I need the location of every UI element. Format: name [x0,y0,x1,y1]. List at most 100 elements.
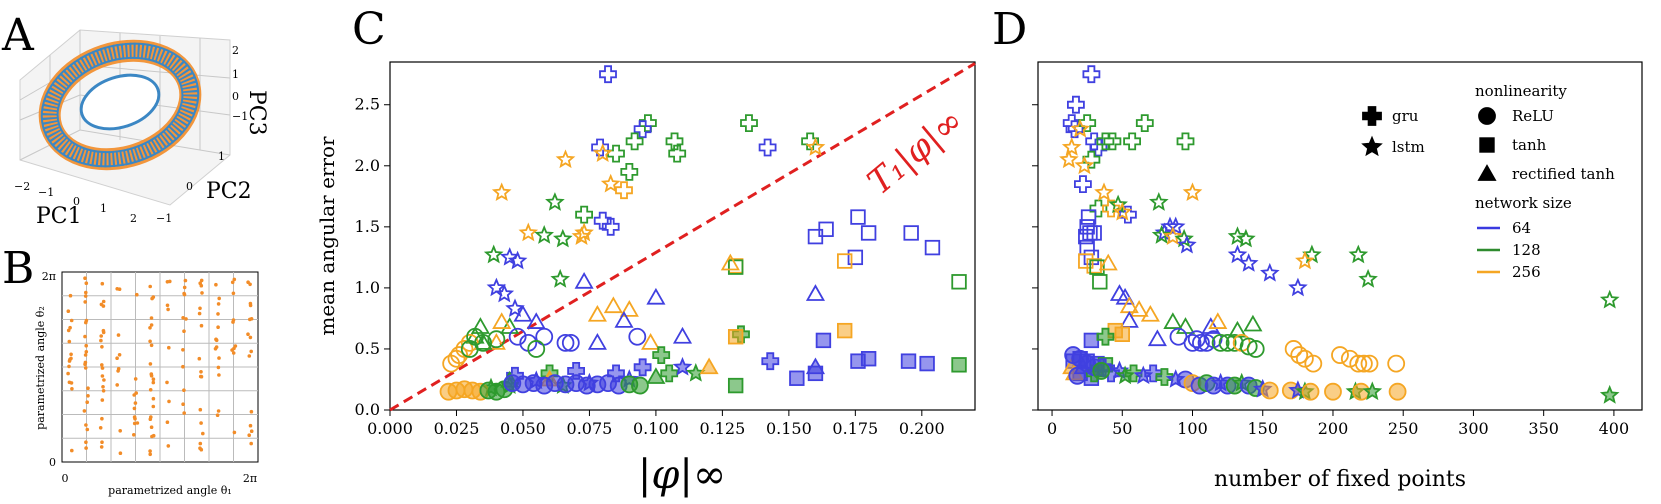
b-point [116,333,121,337]
b-point [248,423,253,428]
pc2-tick-1: −1 [156,212,172,225]
b-point [151,404,156,409]
c-point-square [837,322,853,339]
panel-a-letter: A [1,10,35,61]
b-point [101,299,106,304]
d-point-star [1295,250,1315,270]
b-ytick-2pi: 2π [42,270,56,283]
b-point [246,332,250,337]
d-point-circle [1301,382,1320,401]
c-point-square [903,225,919,241]
b-point [68,325,72,330]
d-point-plus [1082,65,1101,84]
b-point [67,380,72,385]
b-point [98,426,103,430]
c-point-star [507,250,528,270]
c-point-square [919,355,935,372]
d-point-plus [1067,95,1085,114]
c-point-plus [620,162,639,181]
c-point-star [600,173,621,193]
d-point-circle [1388,382,1407,401]
b-point [100,345,104,349]
b-point [82,409,87,413]
b-point [198,441,203,446]
b-point [70,448,74,453]
b-point [116,369,120,373]
d-point-star [1227,226,1248,246]
d-point-star [1177,234,1197,254]
legend-label-square: tanh [1512,136,1547,154]
d-point-plus [1078,114,1097,133]
d-xtick-label: 350 [1528,419,1559,438]
d-xtick-label: 100 [1177,419,1208,438]
b-point [181,402,185,407]
b-ylabel: parametrized angle θ₂ [34,306,47,430]
c-xtick-label: 0.125 [699,419,745,438]
c-point-triangle [492,312,512,329]
c-point-circle [631,376,649,395]
b-point [182,292,187,297]
c-point-triangle [473,333,493,350]
b-point [216,302,221,306]
b-point [248,301,253,306]
c-point-circle [447,349,466,368]
d-point-star [1061,137,1082,156]
pc3-tick-2: 0 [232,90,239,103]
c-ylabel: mean angular error [315,136,339,336]
b-point [165,303,170,308]
c-point-square [789,370,805,386]
c-point-triangle [720,253,740,271]
d-point-star [1358,268,1378,288]
c-point-circle [460,340,479,358]
c-point-triangle [486,333,506,350]
c-point-star [494,283,515,303]
d-point-circle [1324,382,1342,401]
b-point [101,328,106,333]
b-point [148,284,152,289]
c-point-plus [599,65,617,84]
c-point-star [574,222,594,242]
d-point-square [1092,274,1108,290]
d-point-star [1599,289,1620,309]
d-point-circle [1218,333,1237,352]
legend-triangle-icon [1477,164,1497,181]
b-point [84,446,88,450]
b-point [198,374,203,379]
c-point-triangle [699,357,719,375]
legend-circle-icon [1478,107,1496,125]
c-point-triangle [587,333,607,350]
b-point [249,429,254,434]
pc3-label: PC3 [244,90,269,136]
b-point [184,317,188,321]
c-point-square [860,351,877,367]
d-point-triangle [1119,311,1139,328]
b-point [182,411,186,415]
pc2-tick-2: 0 [186,180,193,193]
b-point [182,285,187,290]
b-point [230,280,235,285]
pc3-tick-1: −1 [232,110,248,123]
pc1-tick-5: 2 [130,212,137,225]
b-point [231,291,236,296]
b-point [232,430,237,435]
b-point [101,385,105,389]
b-point [84,440,88,445]
c-point-star [505,298,525,317]
c-xtick-label: 0.025 [434,419,480,438]
b-point [216,325,220,330]
b-point [117,353,122,357]
d-point-triangle [1129,300,1149,317]
d-point-square [1086,258,1102,274]
b-point [83,294,88,298]
b-xtick-0: 0 [62,472,69,485]
d-point-plus [1144,364,1163,383]
c-ytick-label: 2.5 [355,95,380,114]
b-point [100,363,104,367]
d-point-triangle [1243,314,1263,332]
d-point-circle [1387,354,1406,373]
legend-size-label: 64 [1512,219,1531,237]
